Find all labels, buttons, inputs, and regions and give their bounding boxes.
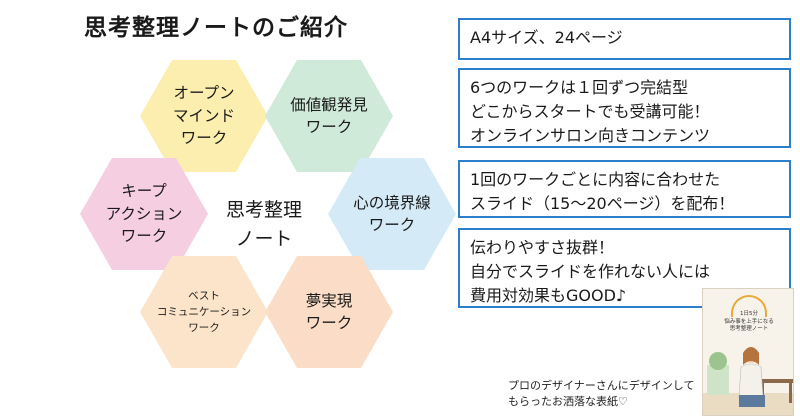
info-box-work: 6つのワークは１回ずつ完結型 どこからスタートでも受講可能！ オンラインサロン向… bbox=[458, 68, 791, 148]
info-box-size: A4サイズ、24ページ bbox=[458, 18, 791, 60]
cover-caption: プロのデザイナーさんにデザインして もらったお洒落な表紙♡ bbox=[508, 379, 695, 408]
hexagon-best-communication: ベスト コミュニケーション ワーク bbox=[140, 256, 268, 368]
hexagon-boundary: 心の境界線 ワーク bbox=[328, 158, 456, 270]
hexagon-label: 心の境界線 ワーク bbox=[353, 193, 431, 234]
hexagon-value-discovery: 価値観発見 ワーク bbox=[265, 60, 393, 172]
info-box-slide: 1回のワークごとに内容に合わせた スライド（15～20ページ）を配布！ bbox=[458, 160, 791, 218]
cover-title: 1日5分 悩み事を上手になる 思考整理ノート bbox=[724, 311, 774, 333]
center-label: 思考整理 ノート bbox=[225, 199, 302, 251]
hexagon-label: キープ アクション ワーク bbox=[105, 182, 183, 246]
cover-thumbnail: 1日5分 悩み事を上手になる 思考整理ノート bbox=[702, 288, 794, 416]
hexagon-label: ベスト コミュニケーション ワーク bbox=[156, 289, 252, 335]
hexagon-label: オープン マインド ワーク bbox=[172, 84, 235, 148]
hexagon-label: 価値観発見 ワーク bbox=[290, 95, 368, 136]
info-box-appeal: 伝わりやすさ抜群！ 自分でスライドを作れない人には 費用対効果もGOOD♪ bbox=[458, 228, 791, 308]
woman-at-desk-illustration bbox=[703, 347, 793, 415]
page-title: 思考整理ノートのご紹介 bbox=[84, 15, 348, 41]
hexagon-label: 夢実現 ワーク bbox=[305, 291, 353, 332]
hexagon-keep-action: キープ アクション ワーク bbox=[80, 158, 208, 270]
hexagon-open-mind: オープン マインド ワーク bbox=[140, 60, 268, 172]
hexagon-dream: 夢実現 ワーク bbox=[265, 256, 393, 368]
